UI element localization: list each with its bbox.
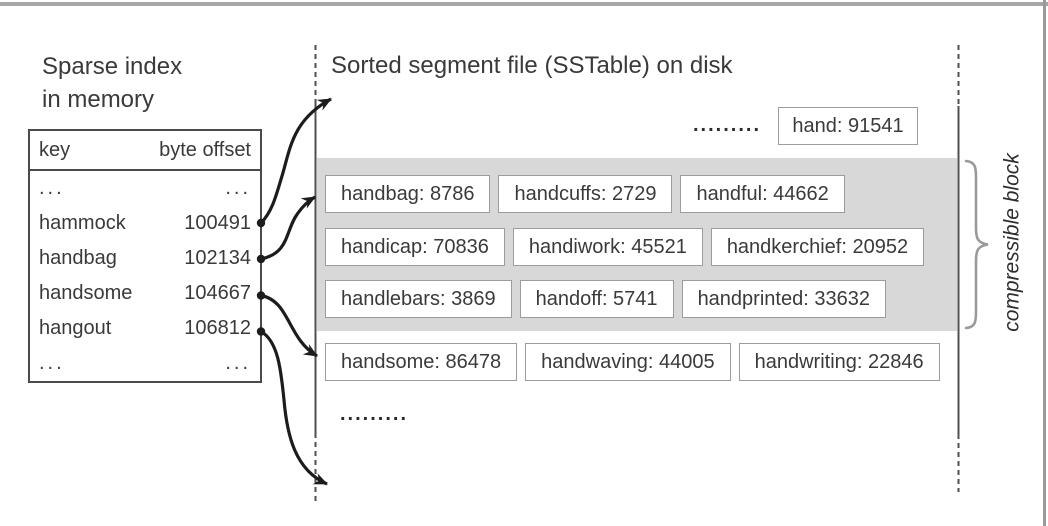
index-row-handsome: handsome 104667 bbox=[30, 276, 260, 311]
sstable-entry: handlebars: 3869 bbox=[325, 280, 512, 318]
index-key: handsome bbox=[39, 282, 133, 304]
index-key: hammock bbox=[39, 212, 126, 234]
index-key: handbag bbox=[39, 247, 117, 269]
index-header-byte-offset: byte offset bbox=[159, 138, 251, 161]
index-offset: 106812 bbox=[184, 317, 251, 339]
sparse-index-title: Sparse index in memory bbox=[42, 50, 182, 116]
sstable-entry: handful: 44662 bbox=[680, 175, 845, 213]
sstable-row-3: handlebars: 3869 handoff: 5741 handprint… bbox=[325, 280, 886, 318]
index-row-hangout: hangout 106812 bbox=[30, 311, 260, 346]
sstable-row-4: handsome: 86478 handwaving: 44005 handwr… bbox=[325, 343, 940, 381]
index-header-key: key bbox=[39, 138, 71, 161]
sstable-entry: handcuffs: 2729 bbox=[498, 175, 673, 213]
index-key: ... bbox=[39, 352, 65, 374]
segment-ellipsis-top: ......... bbox=[693, 114, 762, 136]
sstable-entry: handwriting: 22846 bbox=[738, 343, 940, 381]
segment-ellipsis-bottom: ......... bbox=[340, 403, 409, 425]
sstable-entry: handsome: 86478 bbox=[325, 343, 518, 381]
index-row-ellipsis-bottom: ... ... bbox=[30, 346, 260, 381]
sstable-row-1: handbag: 8786 handcuffs: 2729 handful: 4… bbox=[325, 175, 845, 213]
index-key: ... bbox=[39, 177, 65, 199]
index-offset: ... bbox=[225, 177, 251, 199]
compressible-block-brace bbox=[964, 159, 989, 330]
index-offset: 102134 bbox=[184, 247, 251, 269]
index-offset: 104667 bbox=[184, 282, 251, 304]
index-row-hammock: hammock 100491 bbox=[30, 206, 260, 241]
sstable-title: Sorted segment file (SSTable) on disk bbox=[331, 52, 733, 79]
arrow-handbag-to-block bbox=[260, 195, 316, 261]
sparse-index-title-line1: Sparse index bbox=[42, 53, 183, 80]
sstable-entry: handiwork: 45521 bbox=[512, 228, 703, 266]
sstable-entry: handoff: 5741 bbox=[519, 280, 674, 318]
sstable-entry: handprinted: 33632 bbox=[681, 280, 886, 318]
sstable-row-2: handicap: 70836 handiwork: 45521 handker… bbox=[325, 228, 925, 266]
index-key: hangout bbox=[39, 317, 112, 339]
sstable-entry: handicap: 70836 bbox=[325, 228, 505, 266]
index-offset: ... bbox=[225, 352, 251, 374]
sstable-entry: handwaving: 44005 bbox=[525, 343, 731, 381]
page-right-border bbox=[1043, 0, 1046, 526]
sparse-index-table: key byte offset ... ... hammock 100491 h… bbox=[28, 129, 262, 383]
index-table-header: key byte offset bbox=[30, 131, 260, 171]
page-top-border bbox=[0, 2, 1048, 6]
sparse-index-title-line2: in memory bbox=[42, 86, 155, 113]
sstable-entry-hand: hand: 91541 bbox=[778, 107, 918, 145]
arrow-hangout-to-below bbox=[260, 330, 328, 486]
sstable-entry: handkerchief: 20952 bbox=[710, 228, 925, 266]
compressible-block-label: compressible block bbox=[1000, 153, 1024, 332]
sstable-entry: handbag: 8786 bbox=[325, 175, 491, 213]
index-row-ellipsis-top: ... ... bbox=[30, 171, 260, 206]
arrow-handsome-to-row bbox=[260, 293, 318, 358]
index-offset: 100491 bbox=[184, 212, 251, 234]
index-row-handbag: handbag 102134 bbox=[30, 241, 260, 276]
